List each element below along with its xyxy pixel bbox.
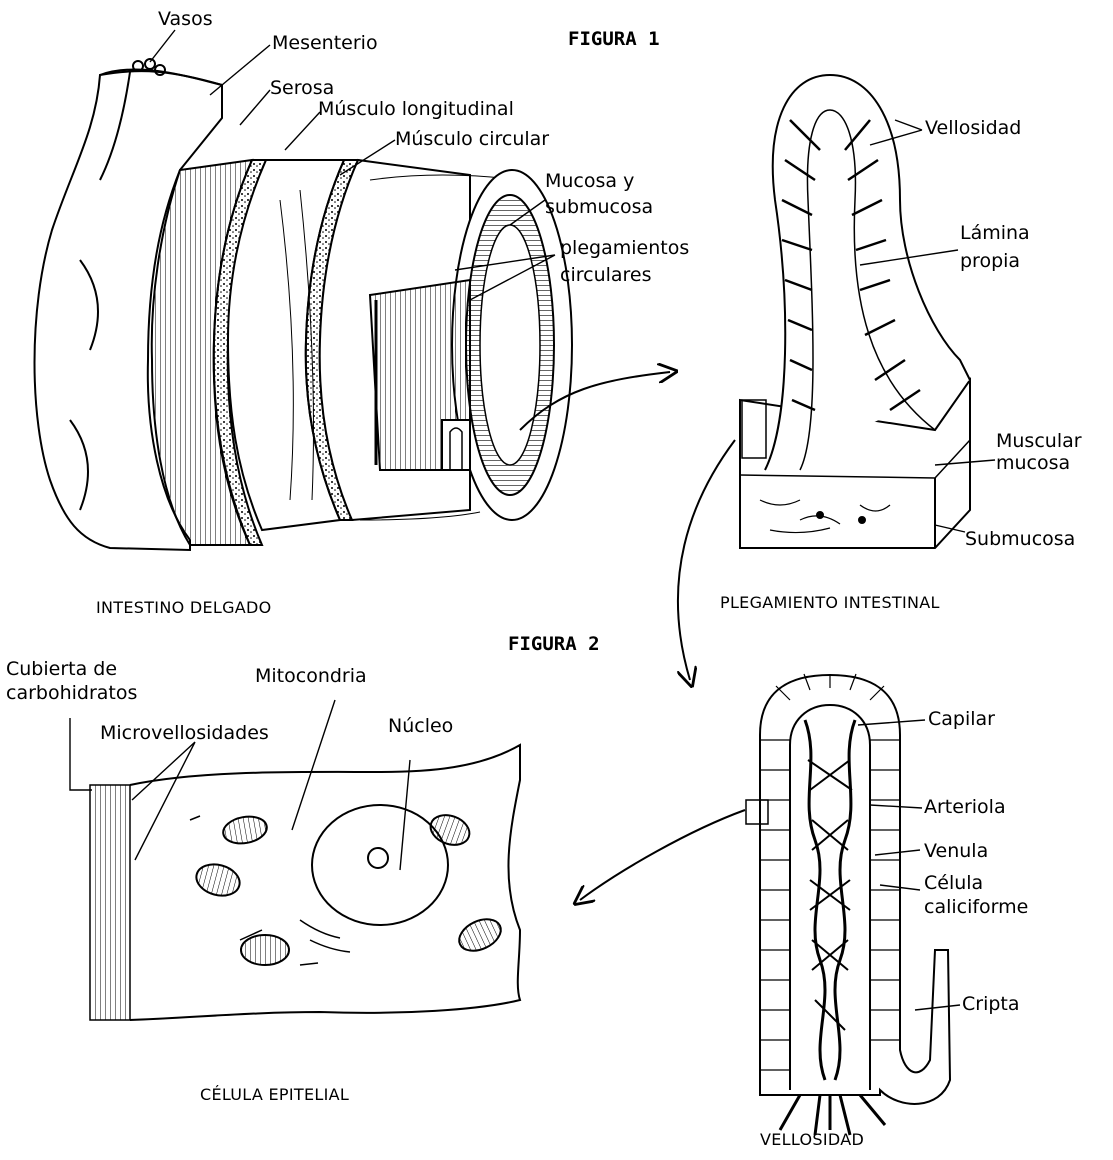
figure-2-title: FIGURA 2 — [508, 633, 600, 655]
label-cubierta-line2: carbohidratos — [6, 682, 137, 704]
caption-plegamiento-intestinal: PLEGAMIENTO INTESTINAL — [720, 593, 940, 612]
label-musculo-longitudinal: Músculo longitudinal — [318, 98, 514, 120]
caption-vellosidad: VELLOSIDAD — [760, 1130, 864, 1149]
label-plegamientos-line2: circulares — [560, 264, 652, 286]
label-plegamientos-line1: plegamientos — [560, 237, 689, 259]
label-arteriola: Arteriola — [924, 796, 1006, 818]
label-cripta: Cripta — [962, 993, 1020, 1015]
arrow-to-celula — [580, 810, 745, 900]
label-muscular-line1: Muscular — [996, 430, 1082, 452]
label-nucleo: Núcleo — [388, 715, 453, 737]
label-capilar: Capilar — [928, 708, 995, 730]
celula-drawing — [90, 745, 520, 1020]
label-venula: Venula — [924, 840, 988, 862]
label-celula-line2: caliciforme — [924, 896, 1028, 918]
label-mucosa-line1: Mucosa y — [545, 170, 634, 192]
label-lamina-line1: Lámina — [960, 222, 1030, 244]
vellosidad-drawing — [746, 674, 950, 1135]
figure-1-title: FIGURA 1 — [568, 28, 660, 50]
caption-intestino-delgado: INTESTINO DELGADO — [96, 598, 272, 617]
label-muscular-line2: mucosa — [996, 452, 1070, 474]
label-cubierta-line1: Cubierta de — [6, 658, 117, 680]
label-celula-line1: Célula — [924, 872, 983, 894]
arrow-to-vellosidad — [678, 440, 735, 680]
plegamiento-drawing — [740, 75, 970, 548]
label-lamina-line2: propia — [960, 250, 1020, 272]
label-mitocondria: Mitocondria — [255, 665, 367, 687]
caption-celula-epitelial: CÉLULA EPITELIAL — [200, 1085, 349, 1104]
label-serosa: Serosa — [270, 77, 334, 99]
label-mucosa-line2: submucosa — [545, 196, 653, 218]
label-submucosa: Submucosa — [965, 528, 1075, 550]
label-mesenterio: Mesenterio — [272, 32, 378, 54]
label-vasos: Vasos — [158, 8, 213, 30]
label-microvellosidades: Microvellosidades — [100, 722, 269, 744]
label-vellosidad-fold: Vellosidad — [925, 117, 1021, 139]
label-musculo-circular: Músculo circular — [395, 128, 549, 150]
